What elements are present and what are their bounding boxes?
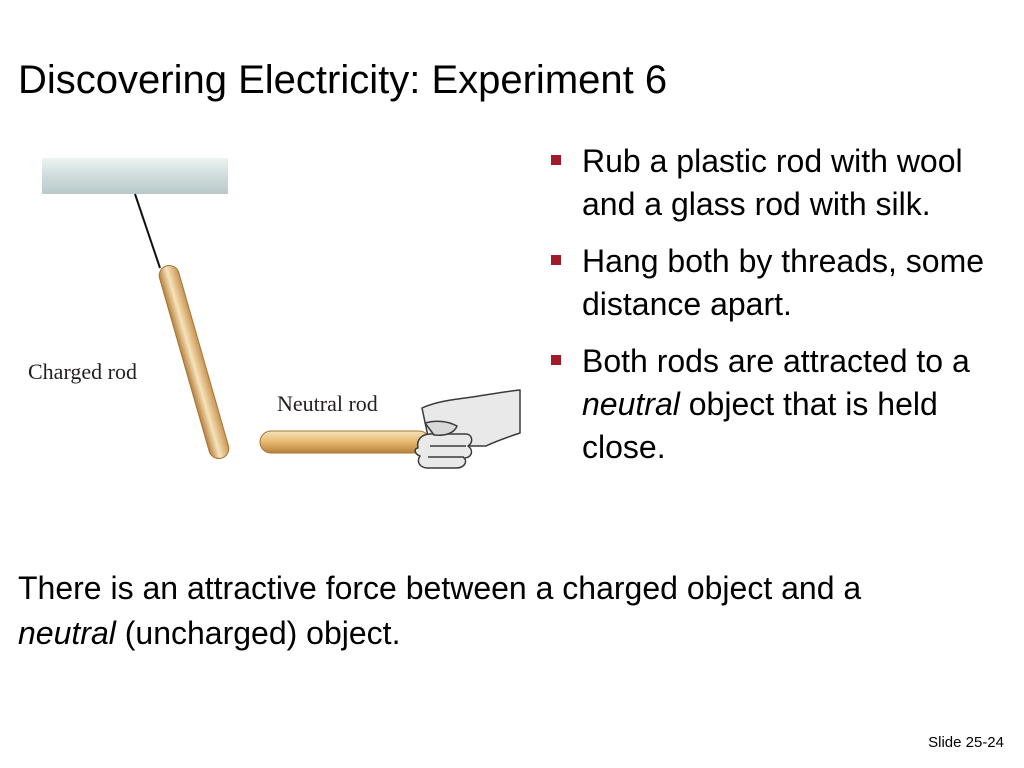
summary-after: (uncharged) object.	[115, 615, 401, 651]
rod-illustration	[42, 158, 521, 469]
summary-text: There is an attractive force between a c…	[18, 566, 958, 656]
bullet-list: Rub a plastic rod with wool and a glass …	[545, 140, 985, 483]
neutral-rod-label: Neutral rod	[277, 391, 378, 416]
bullet-item: Hang both by threads, some distance apar…	[545, 240, 985, 326]
bullet-text-after: object that is held close.	[582, 386, 938, 465]
ceiling-support	[42, 158, 228, 194]
experiment-figure: Charged rod Neutral rod	[20, 150, 530, 480]
square-bullet-icon	[551, 355, 561, 365]
charged-rod	[158, 264, 230, 460]
neutral-rod	[259, 430, 431, 454]
bullet-item: Both rods are attracted to a neutral obj…	[545, 340, 985, 469]
bullet-text-emphasis: neutral	[582, 386, 680, 422]
square-bullet-icon	[551, 255, 561, 265]
slide-number: Slide 25-24	[928, 734, 1004, 751]
thread	[134, 193, 161, 269]
summary-before: There is an attractive force between a c…	[18, 570, 862, 606]
hand-icon	[414, 389, 521, 469]
bullet-item: Rub a plastic rod with wool and a glass …	[545, 140, 985, 226]
bullet-text: Hang both by threads, some distance apar…	[582, 243, 985, 322]
summary-emphasis: neutral	[18, 615, 116, 651]
square-bullet-icon	[551, 155, 561, 165]
slide-title: Discovering Electricity: Experiment 6	[18, 58, 668, 102]
bullet-text-before: Both rods are attracted to a	[582, 343, 970, 379]
bullet-text: Rub a plastic rod with wool and a glass …	[582, 143, 963, 222]
charged-rod-label: Charged rod	[28, 359, 137, 384]
